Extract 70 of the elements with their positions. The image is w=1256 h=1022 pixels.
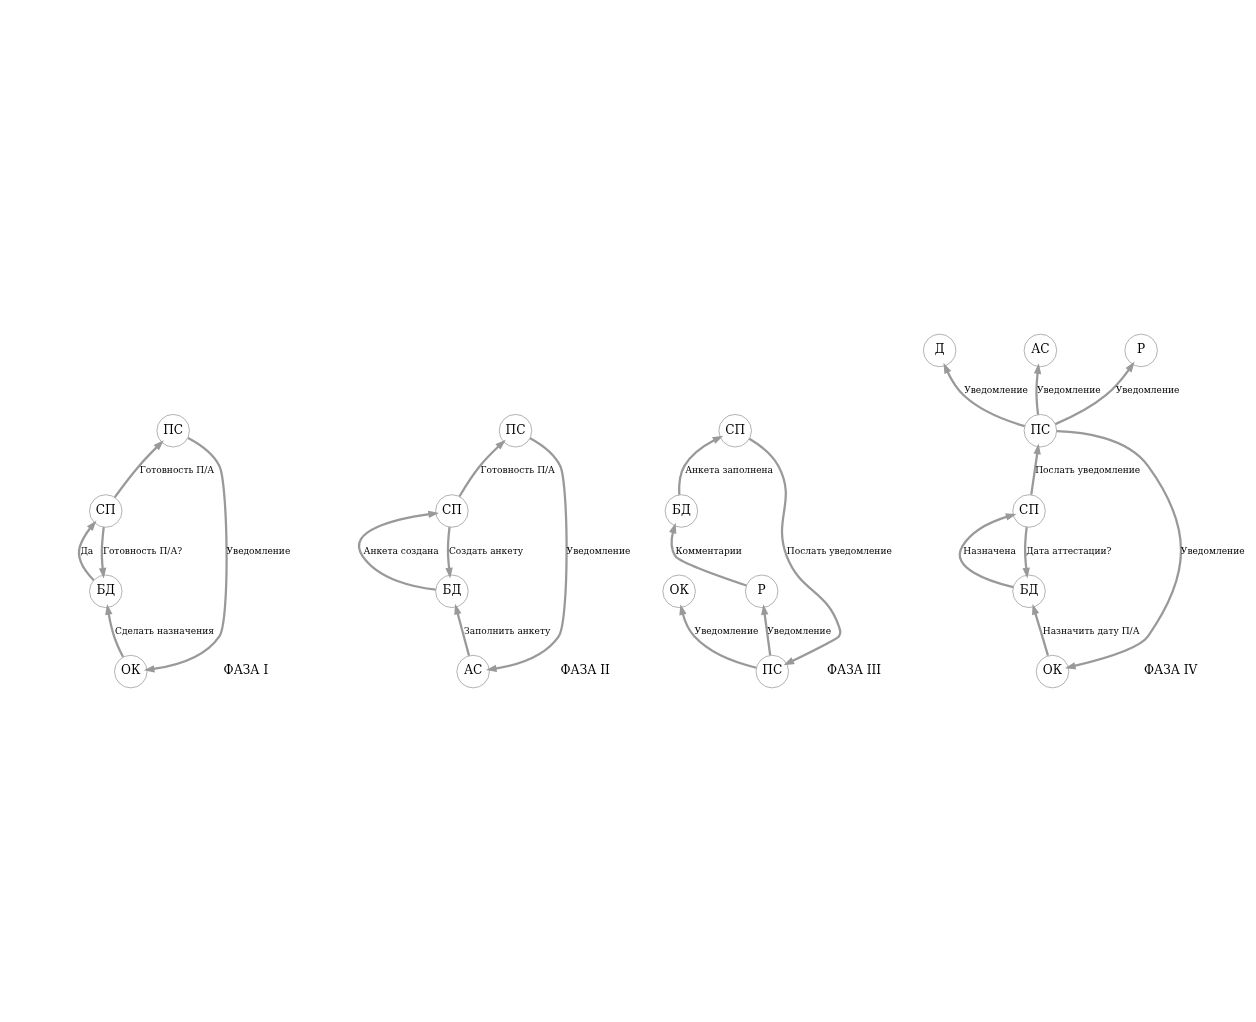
arrow — [357, 510, 439, 591]
node-circle: ПС — [498, 414, 533, 448]
node-circle: АС — [456, 654, 490, 689]
edge-label: Уведомление — [226, 545, 291, 556]
edge-label: Послать уведомление — [1035, 465, 1141, 476]
arrow — [761, 604, 772, 656]
edge-label: Уведомление — [1180, 545, 1245, 556]
edge-label: Да — [80, 545, 94, 556]
arrow — [748, 437, 842, 666]
arrow — [113, 440, 164, 498]
node-circle: Р — [1124, 333, 1158, 368]
arrow — [454, 603, 471, 656]
edge-label: Создать анкету — [448, 545, 524, 556]
node-circle: БД — [664, 494, 699, 528]
arrow — [678, 435, 724, 495]
arrow — [98, 527, 107, 579]
edge-label: Анкета заполнена — [685, 465, 774, 476]
node-circle: СП — [89, 494, 123, 528]
edge-label: Дата аттестации? — [1026, 545, 1112, 556]
edge-label: Назначить дату П/А — [1042, 625, 1140, 636]
arrow — [458, 439, 506, 498]
arrow — [485, 437, 568, 673]
edge-label: Уведомление — [1115, 384, 1180, 395]
edge-label: Готовность П/А — [480, 465, 555, 476]
arrow — [669, 522, 747, 587]
edge-label: Готовность П/А — [139, 465, 215, 476]
label: ФАЗА IV — [1144, 663, 1198, 678]
node-circle: СП — [1012, 494, 1046, 528]
label: ФАЗА I — [223, 663, 269, 678]
arrow — [1033, 363, 1042, 415]
edge-label: Уведомление — [767, 625, 832, 636]
arrow — [143, 436, 228, 673]
arrow — [105, 604, 125, 658]
node-circle: ОК — [114, 654, 148, 689]
node-circle: СП — [435, 494, 469, 528]
label: ФАЗА II — [560, 663, 610, 678]
node-circle: ОК — [1035, 654, 1070, 689]
arrow — [77, 520, 97, 581]
edge-label: Уведомление — [566, 545, 631, 556]
arrow — [943, 362, 1025, 428]
arrow — [1030, 443, 1041, 495]
arrow — [1022, 527, 1030, 579]
edge-label: Послать уведомление — [786, 545, 892, 556]
arrow — [679, 604, 757, 669]
node-circle: БД — [1012, 574, 1046, 608]
edge-label: Уведомление — [1036, 384, 1101, 395]
node-circle: ПС — [1023, 414, 1058, 448]
node-circle: СП — [718, 414, 752, 448]
node-circle: АС — [1023, 333, 1058, 368]
node-circle: ОК — [662, 574, 696, 608]
node-circle: БД — [435, 574, 469, 608]
node-circle: БД — [89, 574, 123, 608]
edge-label: Заполнить анкету — [464, 625, 551, 636]
edge-label: Уведомление — [694, 625, 759, 636]
node-circle: Д — [923, 333, 957, 368]
edge-label: Готовность П/А? — [102, 545, 183, 556]
label: ФАЗА III — [827, 663, 882, 678]
edge-label: Анкета создана — [363, 545, 439, 556]
edge-label: Сделать назначения — [114, 625, 214, 636]
arrow — [958, 513, 1017, 589]
edge-label: Уведомление — [964, 384, 1028, 395]
node-circle: ПС — [156, 414, 190, 448]
arrow — [1056, 430, 1183, 670]
arrow — [1054, 361, 1135, 426]
edge-label: Комментарии — [675, 545, 742, 556]
node-circle: ПС — [755, 654, 789, 689]
node-circle: Р — [745, 574, 779, 608]
edge-label: Назначена — [963, 545, 1016, 556]
arrow — [445, 527, 453, 579]
arrow — [1032, 603, 1050, 656]
